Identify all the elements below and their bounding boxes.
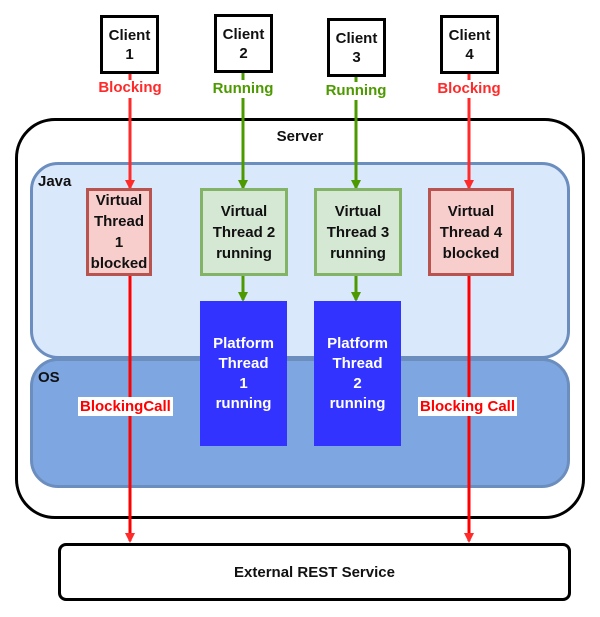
vt-2-line2: Thread 2 <box>212 223 276 241</box>
client-1: Client 1 <box>100 15 159 74</box>
platform-thread-2: Platform Thread 2 running <box>314 301 401 446</box>
client-3-number: 3 <box>352 48 361 66</box>
client-1-label: Client <box>108 26 151 44</box>
vt-4-status: blocked <box>442 244 500 262</box>
virtual-thread-3: Virtual Thread 3 running <box>314 188 402 276</box>
pt-2-line1: Platform <box>327 334 388 352</box>
virtual-thread-4: Virtual Thread 4 blocked <box>428 188 514 276</box>
vt-4-line2: Thread 4 <box>439 223 503 241</box>
external-rest-service-label: External REST Service <box>234 563 395 581</box>
client-4-state: Blocking <box>437 80 501 97</box>
platform-thread-1: Platform Thread 1 running <box>200 301 287 446</box>
client-1-number: 1 <box>125 45 134 63</box>
vt-3-status: running <box>330 244 386 262</box>
client-3: Client 3 <box>327 18 386 77</box>
blocking-call-label-1: BlockingCall <box>78 397 173 416</box>
client-3-state: Running <box>325 82 387 99</box>
vt-1-line1: Virtual <box>95 192 143 209</box>
client-3-label: Client <box>335 29 378 47</box>
client-4-label: Client <box>448 26 491 44</box>
server-label: Server <box>276 128 324 145</box>
pt-2-status: running <box>329 394 386 412</box>
vt-2-line1: Virtual <box>220 202 268 220</box>
pt-2-number: 2 <box>353 374 362 392</box>
client-4-number: 4 <box>465 45 474 63</box>
client-2-state: Running <box>212 80 274 97</box>
vt-1-line2: Thread 1 <box>93 213 144 251</box>
client-2-number: 2 <box>239 44 248 62</box>
client-2-label: Client <box>222 25 265 43</box>
pt-1-status: running <box>215 394 272 412</box>
vt-3-line1: Virtual <box>334 202 382 220</box>
vt-3-line2: Thread 3 <box>326 223 390 241</box>
os-layer <box>30 358 570 488</box>
vt-2-status: running <box>216 244 272 262</box>
pt-1-line2: Thread <box>218 354 269 372</box>
client-2: Client 2 <box>214 14 273 73</box>
pt-2-line2: Thread <box>332 354 383 372</box>
client-1-state: Blocking <box>98 79 162 96</box>
external-rest-service: External REST Service <box>58 543 571 601</box>
blocking-call-label-2: Blocking Call <box>418 397 518 416</box>
vt-1-status: blocked <box>90 255 148 272</box>
virtual-thread-1: Virtual Thread 1 blocked <box>86 188 152 276</box>
pt-1-number: 1 <box>239 374 248 392</box>
virtual-thread-2: Virtual Thread 2 running <box>200 188 288 276</box>
os-layer-label: OS <box>38 369 60 386</box>
pt-1-line1: Platform <box>213 334 274 352</box>
client-4: Client 4 <box>440 15 499 74</box>
java-layer-label: Java <box>38 173 72 190</box>
vt-4-line1: Virtual <box>447 202 495 220</box>
